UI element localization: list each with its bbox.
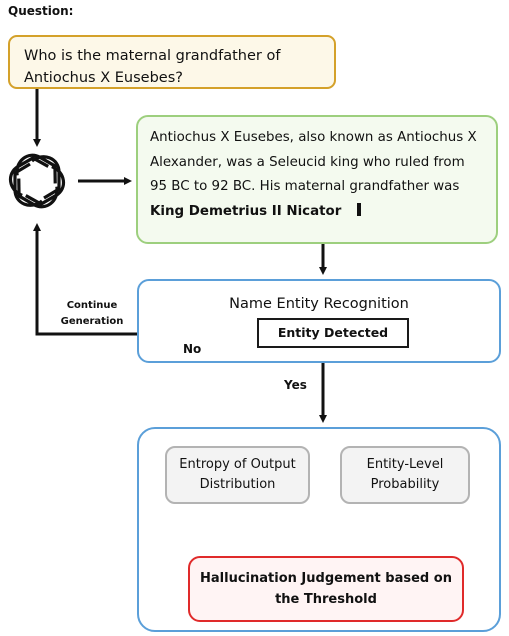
no-label: No — [183, 342, 202, 356]
generated-answer-box: Antiochus X Eusebes, also known as Antio… — [136, 115, 498, 244]
text-cursor-icon — [357, 202, 362, 216]
entity-detected-box: Entity Detected — [257, 318, 409, 348]
yes-label: Yes — [284, 378, 307, 392]
hallucination-judgement-box: Hallucination Judgement based on the Thr… — [188, 556, 464, 622]
question-label: Question: — [8, 4, 74, 18]
answer-entity: King Demetrius II Nicator — [150, 203, 342, 219]
question-box: Who is the maternal grandfather of Antio… — [8, 35, 336, 89]
entropy-box: Entropy of Output Distribution — [165, 446, 310, 504]
answer-text: Antiochus X Eusebes, also known as Antio… — [150, 130, 477, 194]
entity-probability-box: Entity-Level Probability — [340, 446, 470, 504]
openai-logo-icon — [9, 153, 65, 209]
ner-title: Name Entity Recognition — [229, 296, 409, 312]
continue-generation-label: Continue Generation — [60, 300, 124, 327]
